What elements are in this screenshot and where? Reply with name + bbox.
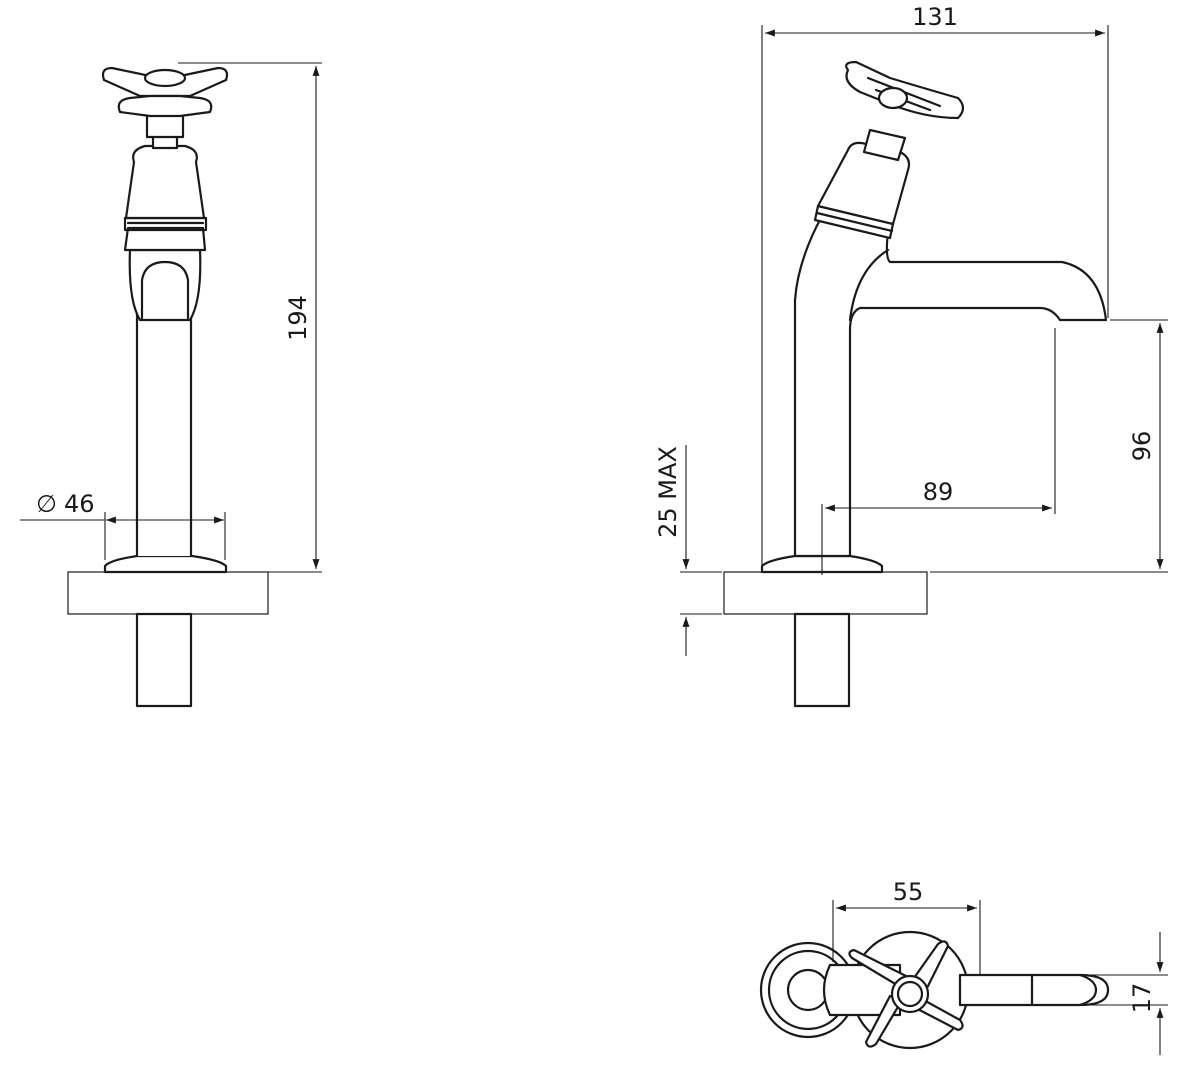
front-diameter-symbol: ∅	[36, 490, 57, 518]
side-width-label: 131	[912, 3, 958, 31]
side-deck-section	[723, 571, 928, 615]
top-handle-span-label: 55	[893, 878, 924, 906]
side-reach-label: 89	[923, 478, 954, 506]
side-cross-handle	[845, 60, 965, 120]
front-cross-handle	[101, 66, 229, 118]
side-spout-height-label: 96	[1128, 431, 1156, 462]
front-bonnet	[124, 144, 206, 220]
front-height-label: 194	[284, 295, 312, 341]
top-spout-width-label: 17	[1128, 983, 1156, 1014]
front-diameter-label: 46	[64, 490, 95, 518]
top-cross-handle	[848, 940, 964, 1048]
top-spout	[958, 973, 1110, 1007]
side-tail-pipe	[793, 612, 851, 708]
front-deck-section	[67, 571, 269, 615]
front-base-flange	[103, 554, 228, 574]
side-view: 131 96 89 25 MAX	[654, 3, 1168, 708]
front-body	[123, 226, 207, 252]
front-spout-outlet	[128, 248, 202, 322]
front-view: 194 ∅ 46	[20, 62, 322, 708]
side-spindle	[862, 128, 907, 162]
front-tail-pipe	[135, 612, 193, 708]
front-column	[135, 288, 193, 556]
side-column-spout	[793, 214, 1108, 558]
top-view: 55 17	[759, 878, 1168, 1055]
side-deck-thickness-label: 25 MAX	[654, 446, 682, 538]
